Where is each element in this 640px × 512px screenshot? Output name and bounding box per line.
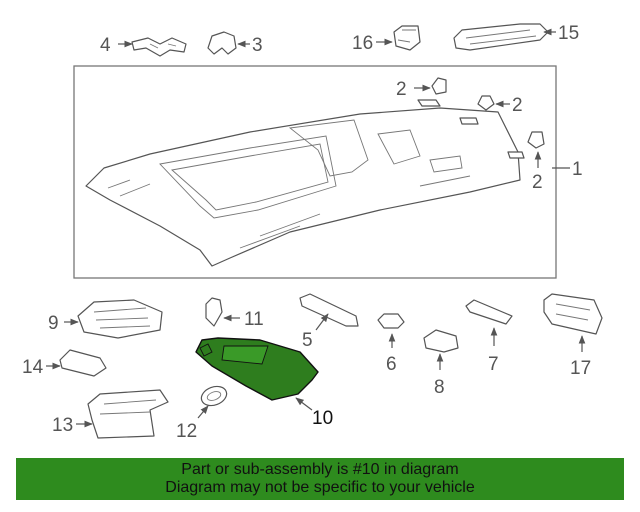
- part-1-headliner[interactable]: [85, 107, 521, 267]
- part-9-overhead-console[interactable]: [77, 299, 163, 339]
- part-2-clip-a[interactable]: [431, 77, 447, 95]
- headliner-pads: [417, 99, 525, 159]
- callout-3[interactable]: 3: [252, 35, 263, 56]
- callout-14[interactable]: 14: [22, 357, 44, 378]
- part-15-assist-grip[interactable]: [453, 23, 549, 51]
- headliner-group-frame: [73, 65, 557, 279]
- callout-7[interactable]: 7: [488, 354, 499, 375]
- callout-8[interactable]: 8: [434, 377, 445, 398]
- callout-17[interactable]: 17: [570, 358, 591, 379]
- callout-12[interactable]: 12: [176, 421, 197, 442]
- callout-5[interactable]: 5: [302, 330, 313, 351]
- callout-16[interactable]: 16: [352, 33, 373, 54]
- callout-13[interactable]: 13: [52, 415, 73, 436]
- part-7-cover[interactable]: [465, 299, 513, 325]
- banner-line-2: Diagram may not be specific to your vehi…: [165, 479, 475, 496]
- part-5-rail[interactable]: [299, 293, 359, 327]
- callout-10[interactable]: 10: [312, 408, 333, 429]
- banner-line-1: Part or sub-assembly is #10 in diagram: [181, 461, 459, 478]
- parts-diagram: 4 3 16 15 1 2 2: [22, 23, 603, 442]
- part-13-map-lamp[interactable]: [87, 389, 169, 439]
- part-8-holder[interactable]: [423, 329, 459, 353]
- part-10-sun-visor[interactable]: [195, 337, 319, 401]
- callout-6[interactable]: 6: [386, 354, 397, 375]
- part-16-block[interactable]: [393, 25, 421, 51]
- callout-15[interactable]: 15: [558, 23, 579, 44]
- callout-9[interactable]: 9: [48, 313, 59, 334]
- part-2-clip-b[interactable]: [477, 95, 495, 111]
- part-11-clip[interactable]: [205, 297, 223, 327]
- callout-2-a[interactable]: 2: [396, 79, 407, 100]
- part-6-pad[interactable]: [377, 313, 405, 329]
- part-14-block[interactable]: [59, 349, 107, 377]
- callout-1[interactable]: 1: [572, 159, 583, 180]
- part-12-ring[interactable]: [199, 383, 230, 409]
- diagram-info-banner: Part or sub-assembly is #10 in diagram D…: [16, 458, 624, 500]
- part-4-bracket[interactable]: [131, 37, 187, 57]
- callout-2-b[interactable]: 2: [512, 95, 523, 116]
- callout-2-c[interactable]: 2: [532, 172, 543, 193]
- callout-4[interactable]: 4: [100, 35, 111, 56]
- part-3-clip[interactable]: [207, 31, 237, 55]
- part-17-lamp[interactable]: [543, 293, 603, 335]
- callout-11[interactable]: 11: [244, 309, 264, 330]
- part-2-clip-c[interactable]: [527, 131, 545, 149]
